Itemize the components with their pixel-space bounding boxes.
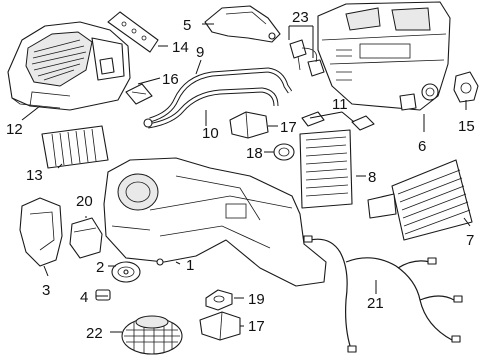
- callout-1: 1: [186, 257, 194, 274]
- part-11-clips: [301, 111, 375, 131]
- part-22-blower-motor: [121, 315, 183, 355]
- callout-10: 10: [202, 125, 219, 142]
- part-12-blower-housing: [7, 21, 131, 111]
- part-23-sensor: [289, 39, 325, 77]
- part-13-cabin-filter: [41, 125, 109, 169]
- part-19-grommet: [205, 289, 233, 311]
- part-8-heater-core: [299, 129, 353, 209]
- part-5-duct: [204, 5, 281, 43]
- callout-16: 16: [162, 71, 179, 88]
- callout-7: 7: [466, 232, 474, 249]
- callout-9: 9: [196, 44, 204, 61]
- part-15-actuator: [453, 71, 479, 103]
- part-17-upper-module: [229, 111, 269, 139]
- part-18-grommet: [273, 143, 295, 161]
- callout-22: 22: [86, 325, 103, 342]
- part-7-evaporator: [367, 159, 473, 241]
- callout-4: 4: [80, 289, 88, 306]
- callout-17-lower: 17: [248, 318, 265, 335]
- callout-13: 13: [26, 167, 43, 184]
- part-6-hvac-module: [317, 1, 451, 111]
- callout-labels: 5 14 9 23 16 12 10 17 11 15 6 18 13 8 20…: [6, 9, 475, 342]
- part-14-bracket: [107, 11, 159, 53]
- callout-17-upper: 17: [280, 119, 297, 136]
- callout-12: 12: [6, 121, 23, 138]
- part-1-hvac-case: [103, 157, 327, 287]
- callout-6: 6: [418, 138, 426, 155]
- part-3-bracket: [19, 197, 63, 267]
- callout-3: 3: [42, 282, 50, 299]
- part-4-bushing: [95, 289, 111, 301]
- part-21-wiring-harness: [303, 235, 463, 353]
- part-16-clip: [125, 83, 153, 105]
- part-20-actuator: [69, 217, 103, 259]
- callout-15: 15: [458, 118, 475, 135]
- leader-lines: [21, 23, 471, 333]
- callout-23: 23: [292, 9, 309, 26]
- callout-14: 14: [172, 39, 189, 56]
- callout-2: 2: [96, 259, 104, 276]
- callout-19: 19: [248, 291, 265, 308]
- part-2-blower-wheel: [111, 261, 141, 283]
- part-17-lower-module: [199, 311, 241, 341]
- callout-11: 11: [332, 96, 348, 113]
- callout-20: 20: [76, 193, 93, 210]
- callout-21: 21: [367, 295, 384, 312]
- part-9-10-tubes: [143, 67, 293, 129]
- callout-18: 18: [246, 145, 263, 162]
- callout-5: 5: [183, 17, 191, 34]
- callout-8: 8: [368, 169, 376, 186]
